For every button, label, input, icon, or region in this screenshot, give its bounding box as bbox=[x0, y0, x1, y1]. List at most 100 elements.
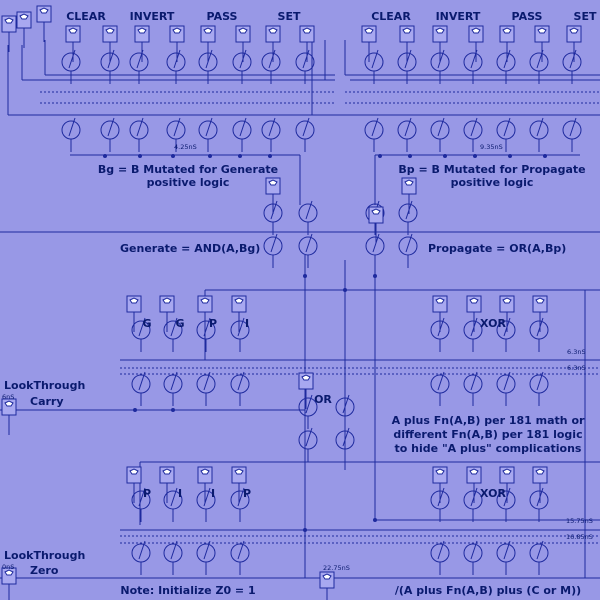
key-fn-left-1[interactable] bbox=[102, 25, 118, 62]
label-set-left: SET bbox=[278, 10, 301, 23]
key-lookthrough-zero[interactable] bbox=[1, 567, 17, 600]
top-labels-right: CLEAR INVERT PASS SET bbox=[371, 10, 597, 23]
gate-label-i-lower2: I bbox=[211, 487, 215, 500]
key-xor1-1[interactable] bbox=[466, 295, 482, 332]
junction-dot bbox=[171, 154, 175, 158]
relay-mid-6 bbox=[261, 117, 281, 152]
generate-label-line2: positive logic bbox=[147, 176, 230, 189]
junction-dot bbox=[408, 154, 412, 158]
key-fn-left-6[interactable] bbox=[265, 25, 281, 62]
junction-dot bbox=[378, 154, 382, 158]
timing-t6: 16.85nS bbox=[566, 533, 593, 541]
relay-top-11 bbox=[463, 49, 483, 84]
propagate-label-line1: Bp = B Mutated for Propagate bbox=[398, 163, 585, 176]
key-fn-left-5[interactable] bbox=[235, 25, 251, 62]
relay-xor1-bot-1 bbox=[463, 371, 483, 406]
key-input-a1[interactable] bbox=[16, 11, 32, 48]
key-gpi-0[interactable] bbox=[126, 295, 142, 332]
lookthrough-carry-line1: LookThrough bbox=[4, 379, 85, 392]
timing-t1: 4.25nS bbox=[174, 143, 197, 151]
relay-mid-14 bbox=[562, 117, 582, 152]
key-xor1-3[interactable] bbox=[532, 295, 548, 332]
key-fn-right-0[interactable] bbox=[361, 25, 377, 62]
key-sum-output[interactable] bbox=[319, 571, 335, 600]
key-lookthrough-carry[interactable] bbox=[1, 398, 17, 435]
label-invert-right: INVERT bbox=[436, 10, 481, 23]
relay-gpi-top-2 bbox=[196, 317, 216, 352]
junction-dot bbox=[303, 528, 307, 532]
relay-top-0 bbox=[61, 49, 81, 84]
key-bp[interactable] bbox=[401, 177, 417, 214]
relay-mid-8 bbox=[364, 117, 384, 152]
key-fn-left-7[interactable] bbox=[299, 25, 315, 62]
key-xor1-0[interactable] bbox=[432, 295, 448, 332]
relay-piip-top-0 bbox=[131, 487, 151, 522]
relay-array bbox=[61, 49, 582, 575]
relay-mid-7 bbox=[295, 117, 315, 152]
junction-dot bbox=[208, 154, 212, 158]
relay-top-5 bbox=[232, 49, 252, 84]
key-fn-left-3[interactable] bbox=[169, 25, 185, 62]
relay-top-12 bbox=[496, 49, 516, 84]
key-fn-left-0[interactable] bbox=[65, 25, 81, 62]
key-piip-0[interactable] bbox=[126, 466, 142, 503]
label-pass-left: PASS bbox=[207, 10, 238, 23]
note-line1: A plus Fn(A,B) per 181 math or bbox=[392, 414, 585, 427]
relay-and-out2 bbox=[298, 233, 318, 268]
key-xor2-2[interactable] bbox=[499, 466, 515, 503]
key-or[interactable] bbox=[298, 372, 314, 409]
timing-t2: 9.35nS bbox=[480, 143, 503, 151]
relay-or-a1 bbox=[298, 394, 318, 429]
key-gpi-1[interactable] bbox=[159, 295, 175, 332]
relay-mid-13 bbox=[529, 117, 549, 152]
key-input-a2[interactable] bbox=[36, 5, 52, 42]
key-gpi-2[interactable] bbox=[197, 295, 213, 332]
or-label: Propagate = OR(A,Bp) bbox=[428, 242, 566, 255]
relay-top-2 bbox=[129, 49, 149, 84]
relay-bp bbox=[398, 200, 418, 235]
key-fn-right-6[interactable] bbox=[566, 25, 582, 62]
key-bg[interactable] bbox=[265, 177, 281, 214]
timing-t7: 22.75nS bbox=[323, 564, 350, 572]
timing-t3: 6.3nS bbox=[567, 348, 586, 356]
xor-label-lower: XOR bbox=[480, 487, 506, 500]
relay-piip-top-1 bbox=[163, 487, 183, 522]
gate-label-p: P bbox=[209, 317, 217, 330]
key-a-prop[interactable] bbox=[368, 206, 384, 243]
relay-gpi-bot-0 bbox=[131, 371, 151, 406]
relay-piip-bot-3 bbox=[230, 540, 250, 575]
key-gpi-3[interactable] bbox=[231, 295, 247, 332]
relay-top-13 bbox=[529, 49, 549, 84]
key-fn-left-4[interactable] bbox=[200, 25, 216, 62]
gate-label-i-lower1: I bbox=[178, 487, 182, 500]
key-fn-right-4[interactable] bbox=[499, 25, 515, 62]
key-piip-1[interactable] bbox=[159, 466, 175, 503]
key-piip-3[interactable] bbox=[231, 466, 247, 503]
key-xor2-1[interactable] bbox=[466, 466, 482, 503]
relay-mid-12 bbox=[496, 117, 516, 152]
or-gate-label: OR bbox=[314, 393, 332, 406]
relay-or-out1 bbox=[365, 233, 385, 268]
generate-label-line1: Bg = B Mutated for Generate bbox=[98, 163, 278, 176]
key-fn-right-1[interactable] bbox=[399, 25, 415, 62]
key-fn-right-5[interactable] bbox=[534, 25, 550, 62]
input-keys bbox=[1, 5, 582, 600]
key-fn-right-2[interactable] bbox=[432, 25, 448, 62]
key-xor1-2[interactable] bbox=[499, 295, 515, 332]
init-note: Note: Initialize Z0 = 1 bbox=[120, 584, 255, 597]
relay-xor1-bot-0 bbox=[430, 371, 450, 406]
key-xor2-3[interactable] bbox=[532, 466, 548, 503]
key-input-a0[interactable] bbox=[1, 15, 17, 52]
relay-top-3 bbox=[166, 49, 186, 84]
relay-gpi-top-3 bbox=[230, 317, 250, 352]
key-fn-left-2[interactable] bbox=[134, 25, 150, 62]
timing-t5: 15.75nS bbox=[566, 517, 593, 525]
label-set-right: SET bbox=[574, 10, 597, 23]
key-xor2-0[interactable] bbox=[432, 466, 448, 503]
relay-xor2-bot-2 bbox=[496, 540, 516, 575]
sum-label: /(A plus Fn(A,B) plus (C or M)) bbox=[395, 584, 581, 597]
junction-dot bbox=[373, 274, 377, 278]
key-fn-right-3[interactable] bbox=[468, 25, 484, 62]
key-piip-2[interactable] bbox=[197, 466, 213, 503]
